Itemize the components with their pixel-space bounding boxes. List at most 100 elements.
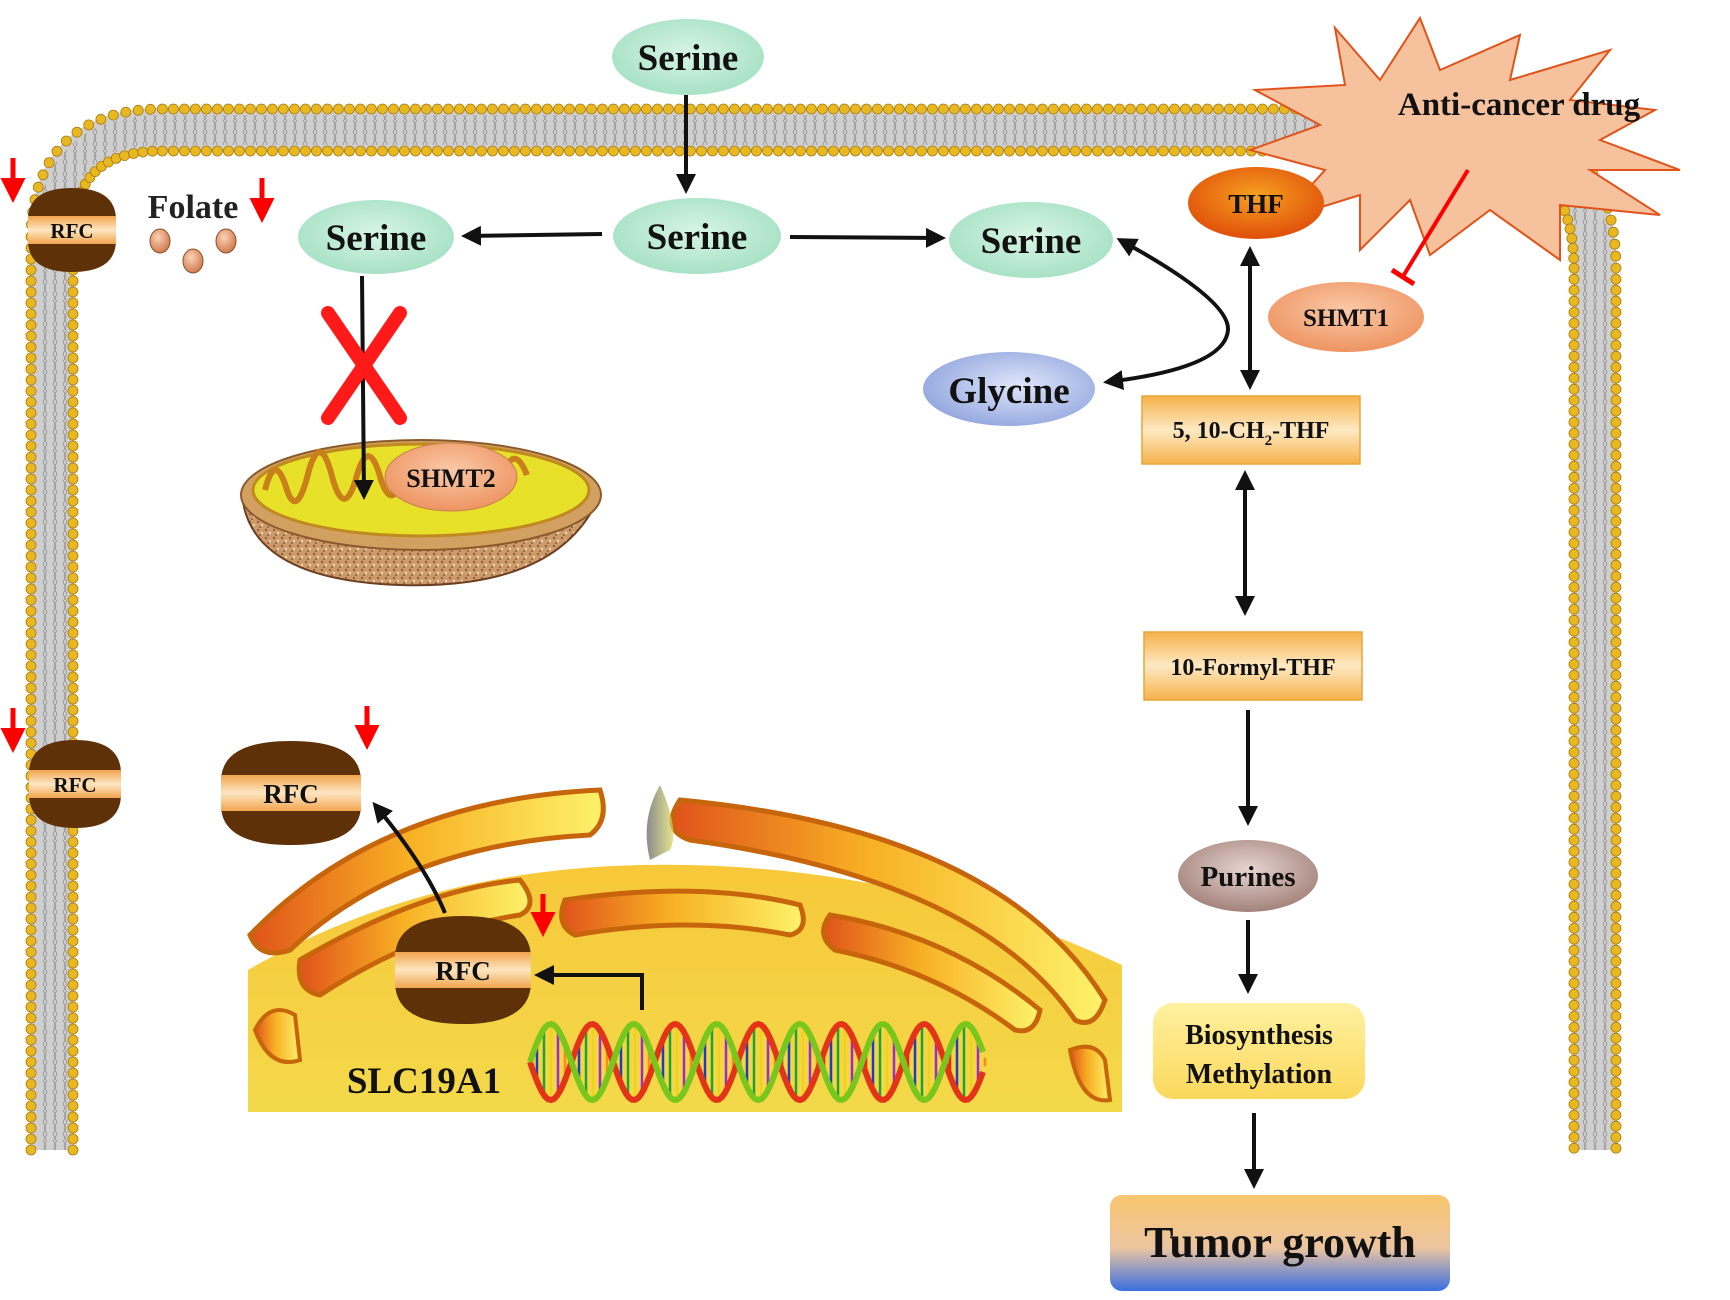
lipid-head (67, 341, 79, 353)
lipid-head (25, 671, 37, 683)
lipid-head (1568, 658, 1580, 670)
lipid-head (850, 145, 861, 157)
lipid-head (1568, 988, 1580, 1000)
lipid-head (509, 103, 520, 115)
lipid-head (277, 103, 289, 115)
lipid-head (1081, 145, 1092, 157)
lipid-head (1147, 145, 1158, 157)
lipid-head (1070, 103, 1081, 115)
lipid-head (718, 103, 729, 115)
lipid-head (1568, 252, 1580, 264)
lipid-head (156, 103, 168, 115)
lipid-head (25, 935, 37, 947)
lipid-head (25, 715, 37, 727)
lipid-head (25, 484, 37, 496)
lipid-head (25, 1045, 37, 1057)
lipid-head (773, 103, 784, 115)
lipid-head (132, 104, 144, 116)
lipid-head (51, 145, 63, 157)
lipid-head (37, 169, 49, 181)
dna-strand (527, 1020, 986, 1104)
lipid-head (25, 418, 37, 430)
lipid-head (795, 103, 806, 115)
lipid-head (905, 103, 916, 115)
folate-group: Folate (148, 189, 238, 274)
lipid-head (1568, 526, 1580, 538)
lipid-head (1607, 226, 1619, 238)
lipid-head (1568, 372, 1580, 384)
rfc-top-label: RFC (50, 219, 93, 243)
lipid-head (1224, 103, 1235, 115)
lipid-head (817, 103, 828, 115)
lipid-head (982, 145, 993, 157)
glycine-node (923, 352, 1095, 426)
lipid-head (244, 103, 256, 115)
lipid-head (938, 145, 949, 157)
lipid-head (453, 145, 465, 157)
lipid-head (762, 103, 773, 115)
lipid-head (839, 103, 850, 115)
lipid-head (1610, 757, 1622, 769)
lipid-head (497, 145, 509, 157)
lipid-head (67, 286, 79, 298)
lipid-head (751, 103, 762, 115)
lipid-head (222, 145, 234, 157)
glycine-label: Glycine (948, 371, 1069, 412)
lipid-head (1610, 350, 1622, 362)
lipid-head (25, 946, 37, 958)
lipid-head (25, 561, 37, 573)
lipid-head (1004, 103, 1015, 115)
formyl-thf-box (1143, 631, 1363, 701)
lipid-head (1568, 691, 1580, 703)
lipid-head (1610, 999, 1622, 1011)
lipid-head (67, 275, 79, 287)
lipid-head (949, 145, 960, 157)
lipid-head (894, 103, 905, 115)
lipid-head (1568, 713, 1580, 725)
lipid-head (25, 1100, 37, 1112)
lipid-head (1180, 145, 1191, 157)
lipid-head (1610, 592, 1622, 604)
lipid-head (575, 145, 586, 157)
lipid-head (67, 572, 79, 584)
lipid-head (982, 103, 993, 115)
lipid-head (189, 103, 201, 115)
lipid-head (619, 145, 630, 157)
lipid-head (25, 352, 37, 364)
lipid-head (1568, 724, 1580, 736)
lipid-head (993, 145, 1004, 157)
lipid-head (1059, 103, 1070, 115)
lipid-head (1610, 911, 1622, 923)
lipid-head (67, 1078, 79, 1090)
lipid-head (729, 145, 740, 157)
lipid-head (542, 145, 553, 157)
lipid-head (1568, 603, 1580, 615)
shmt2-label: SHMT2 (406, 464, 496, 493)
lipid-head (25, 858, 37, 870)
lipid-head (1568, 900, 1580, 912)
lipid-head (25, 341, 37, 353)
lipid-head (1568, 1120, 1580, 1132)
lipid-head (1568, 471, 1580, 483)
lipid-head (1568, 636, 1580, 648)
lipid-head (67, 935, 79, 947)
lipid-head (83, 119, 95, 131)
lipid-head (25, 572, 37, 584)
lipid-head (1610, 658, 1622, 670)
lipid-head (167, 145, 179, 157)
lipid-head (1568, 1109, 1580, 1121)
lipid-head (751, 145, 762, 157)
serine-right-node (949, 202, 1113, 278)
lipid-head (25, 1133, 37, 1145)
lipid-head (387, 103, 399, 115)
lipid-head (25, 913, 37, 925)
lipid-head (67, 627, 79, 639)
lipid-head (1610, 361, 1622, 373)
lipid-head (861, 145, 872, 157)
lipid-head (25, 1144, 37, 1156)
lipid-head (1610, 878, 1622, 890)
lipid-head (67, 528, 79, 540)
lipid-head (641, 145, 652, 157)
